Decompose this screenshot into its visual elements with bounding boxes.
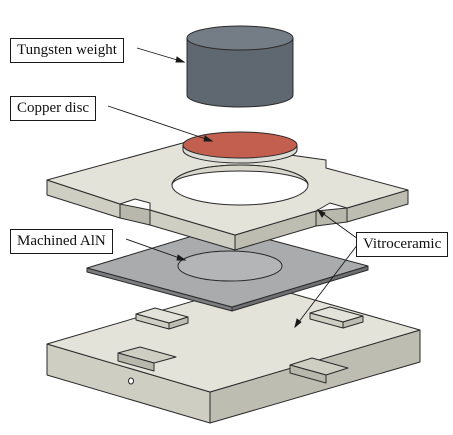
leader-aln — [125, 238, 186, 261]
base-left-raised-block — [135, 307, 189, 330]
copper-disc — [182, 131, 298, 164]
upper-vitroceramic-frame — [46, 140, 409, 251]
arrowhead-aln — [176, 254, 187, 261]
label-machined-aln: Machined AlN — [10, 229, 113, 254]
base-right-slot-wall — [289, 364, 327, 384]
base-right-raised-block — [309, 306, 364, 329]
label-tungsten-weight: Tungsten weight — [10, 38, 124, 63]
base-small-hole — [128, 377, 134, 385]
arrowhead-vitro-lower — [294, 318, 302, 329]
bottom-vitroceramic-base — [46, 282, 421, 424]
label-copper-disc: Copper disc — [10, 96, 97, 121]
tungsten-side — [186, 37, 294, 108]
machined-aln-plate — [86, 226, 369, 312]
frame-left-notch-wall — [119, 203, 151, 226]
leader-vitro-lower — [294, 243, 359, 328]
aln-machined-recess — [177, 250, 283, 282]
tungsten-weight — [186, 25, 294, 108]
leader-copper — [107, 105, 213, 142]
frame-hole-inner-wall — [171, 164, 309, 186]
leader-vitro-upper — [317, 209, 359, 240]
tungsten-top — [186, 25, 294, 51]
arrowhead-copper — [203, 135, 214, 142]
copper-disc-top — [182, 131, 298, 159]
arrowhead-vitro-upper — [316, 209, 326, 218]
label-vitroceramic: Vitroceramic — [356, 232, 449, 257]
arrowhead-tungsten — [175, 56, 186, 63]
base-left-slot-wall — [117, 352, 155, 372]
leader-lines — [107, 47, 359, 329]
